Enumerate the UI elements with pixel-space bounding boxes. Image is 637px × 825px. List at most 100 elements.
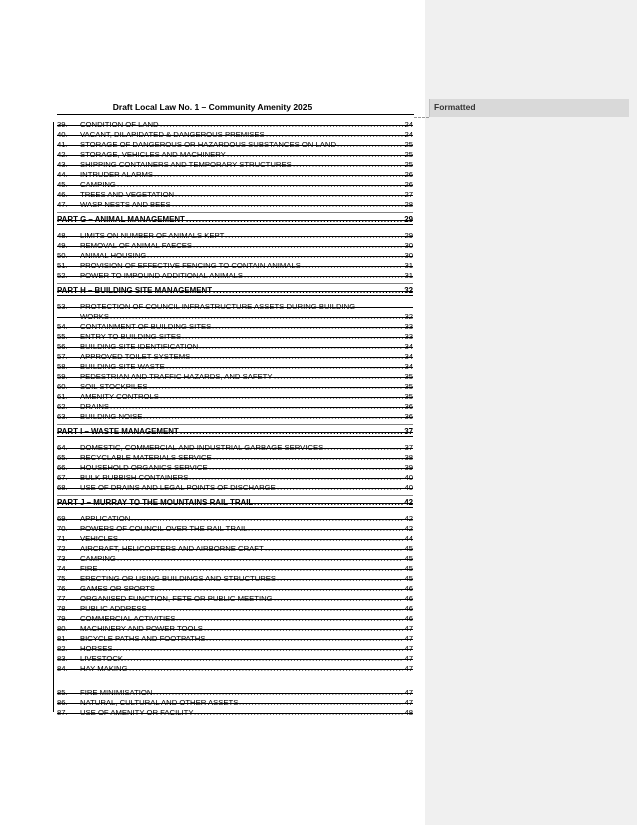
toc-page-number: 48 [404,708,413,717]
toc-entry[interactable]: 40.VACANT, DILAPIDATED & DANGEROUS PREMI… [57,130,413,140]
toc-entry[interactable]: 75.ERECTING OR USING BUILDINGS AND STRUC… [57,574,413,584]
toc-entry[interactable]: 53.PROTECTION OF COUNCIL INFRASTRUCTURE … [57,302,413,312]
toc-entry-title: POWERS OF COUNCIL OVER THE RAIL TRAIL [80,524,248,533]
toc-dot-leader: ........................................… [149,382,403,391]
toc-entry-title: POWER TO IMPOUND ADDITIONAL ANIMALS [80,271,244,280]
toc-page-number: 40 [404,473,413,482]
toc-entry-number: 47. [57,200,68,209]
toc-entry-number: 86. [57,698,68,707]
toc-entry[interactable]: 77.ORGANISED FUNCTION, FETE OR PUBLIC ME… [57,594,413,604]
toc-entry[interactable]: 43.SHIPPING CONTAINERS AND TEMPORARY STR… [57,160,413,170]
strikethrough [57,619,413,620]
toc-page-number: 24 [404,120,413,129]
strikethrough [57,629,413,630]
toc-entry[interactable]: 59.PEDESTRIAN AND TRAFFIC HAZARDS, AND S… [57,372,413,382]
toc-entry-number: 65. [57,453,68,462]
toc-entry-number: 84. [57,664,68,673]
toc-entry-number: 53. [57,302,68,311]
toc-entry-title: ERECTING OR USING BUILDINGS AND STRUCTUR… [80,574,277,583]
toc-part-heading[interactable]: PART J – MURRAY TO THE MOUNTAINS RAIL TR… [57,498,413,508]
toc-entry[interactable]: 70.POWERS OF COUNCIL OVER THE RAIL TRAIL… [57,524,413,534]
toc-entry[interactable]: 51.PROVISION OF EFFECTIVE FENCING TO CON… [57,261,413,271]
toc-entry-number: 76. [57,584,68,593]
toc-page-number: 47 [404,664,413,673]
toc-page-number: 45 [404,574,413,583]
toc-part-rule [57,212,413,213]
strikethrough [57,503,413,504]
formatting-balloon-label: Formatted [434,102,476,112]
strikethrough [57,448,413,449]
toc-entry-title: SOIL STOCKPILES [80,382,148,391]
toc-entry[interactable]: 72.AIRCRAFT, HELICOPTERS AND AIRBORNE CR… [57,544,413,554]
toc-dot-leader: ........................................… [153,688,403,697]
strikethrough [57,659,413,660]
toc-entry-title: DOMESTIC, COMMERCIAL AND INDUSTRIAL GARB… [80,443,324,452]
toc-entry-title: FIRE MINIMISATION [80,688,153,697]
strikethrough [57,488,413,489]
strikethrough [57,579,413,580]
toc-entry-title: ANIMAL HOUSING [80,251,147,260]
toc-entry-number: 45. [57,180,68,189]
toc-entry-title: APPLICATION [80,514,131,523]
strikethrough [57,185,413,186]
toc-dot-leader: ........................................… [194,708,403,717]
toc-dot-leader: ........................................… [147,251,403,260]
formatting-balloon[interactable]: Formatted [429,99,629,117]
toc-entry-number: 85. [57,688,68,697]
toc-entry-title: TREES AND VEGETATION [80,190,175,199]
toc-page-number: 32 [404,312,413,321]
toc-entry[interactable]: 64.DOMESTIC, COMMERCIAL AND INDUSTRIAL G… [57,443,413,453]
toc-entry[interactable]: 41.STORAGE OF DANGEROUS OR HAZARDOUS SUB… [57,140,413,150]
toc-entry-title: MACHINERY AND POWER TOOLS [80,624,203,633]
toc-page-number: 28 [404,200,413,209]
toc-part-rule [57,495,413,496]
toc-page-number: 31 [404,271,413,280]
strikethrough [57,291,413,292]
toc-entry[interactable]: 68.USE OF DRAINS AND LEGAL POINTS OF DIS… [57,483,413,493]
strikethrough [57,266,413,267]
strikethrough [57,377,413,378]
toc-page-number: 42 [404,514,413,523]
